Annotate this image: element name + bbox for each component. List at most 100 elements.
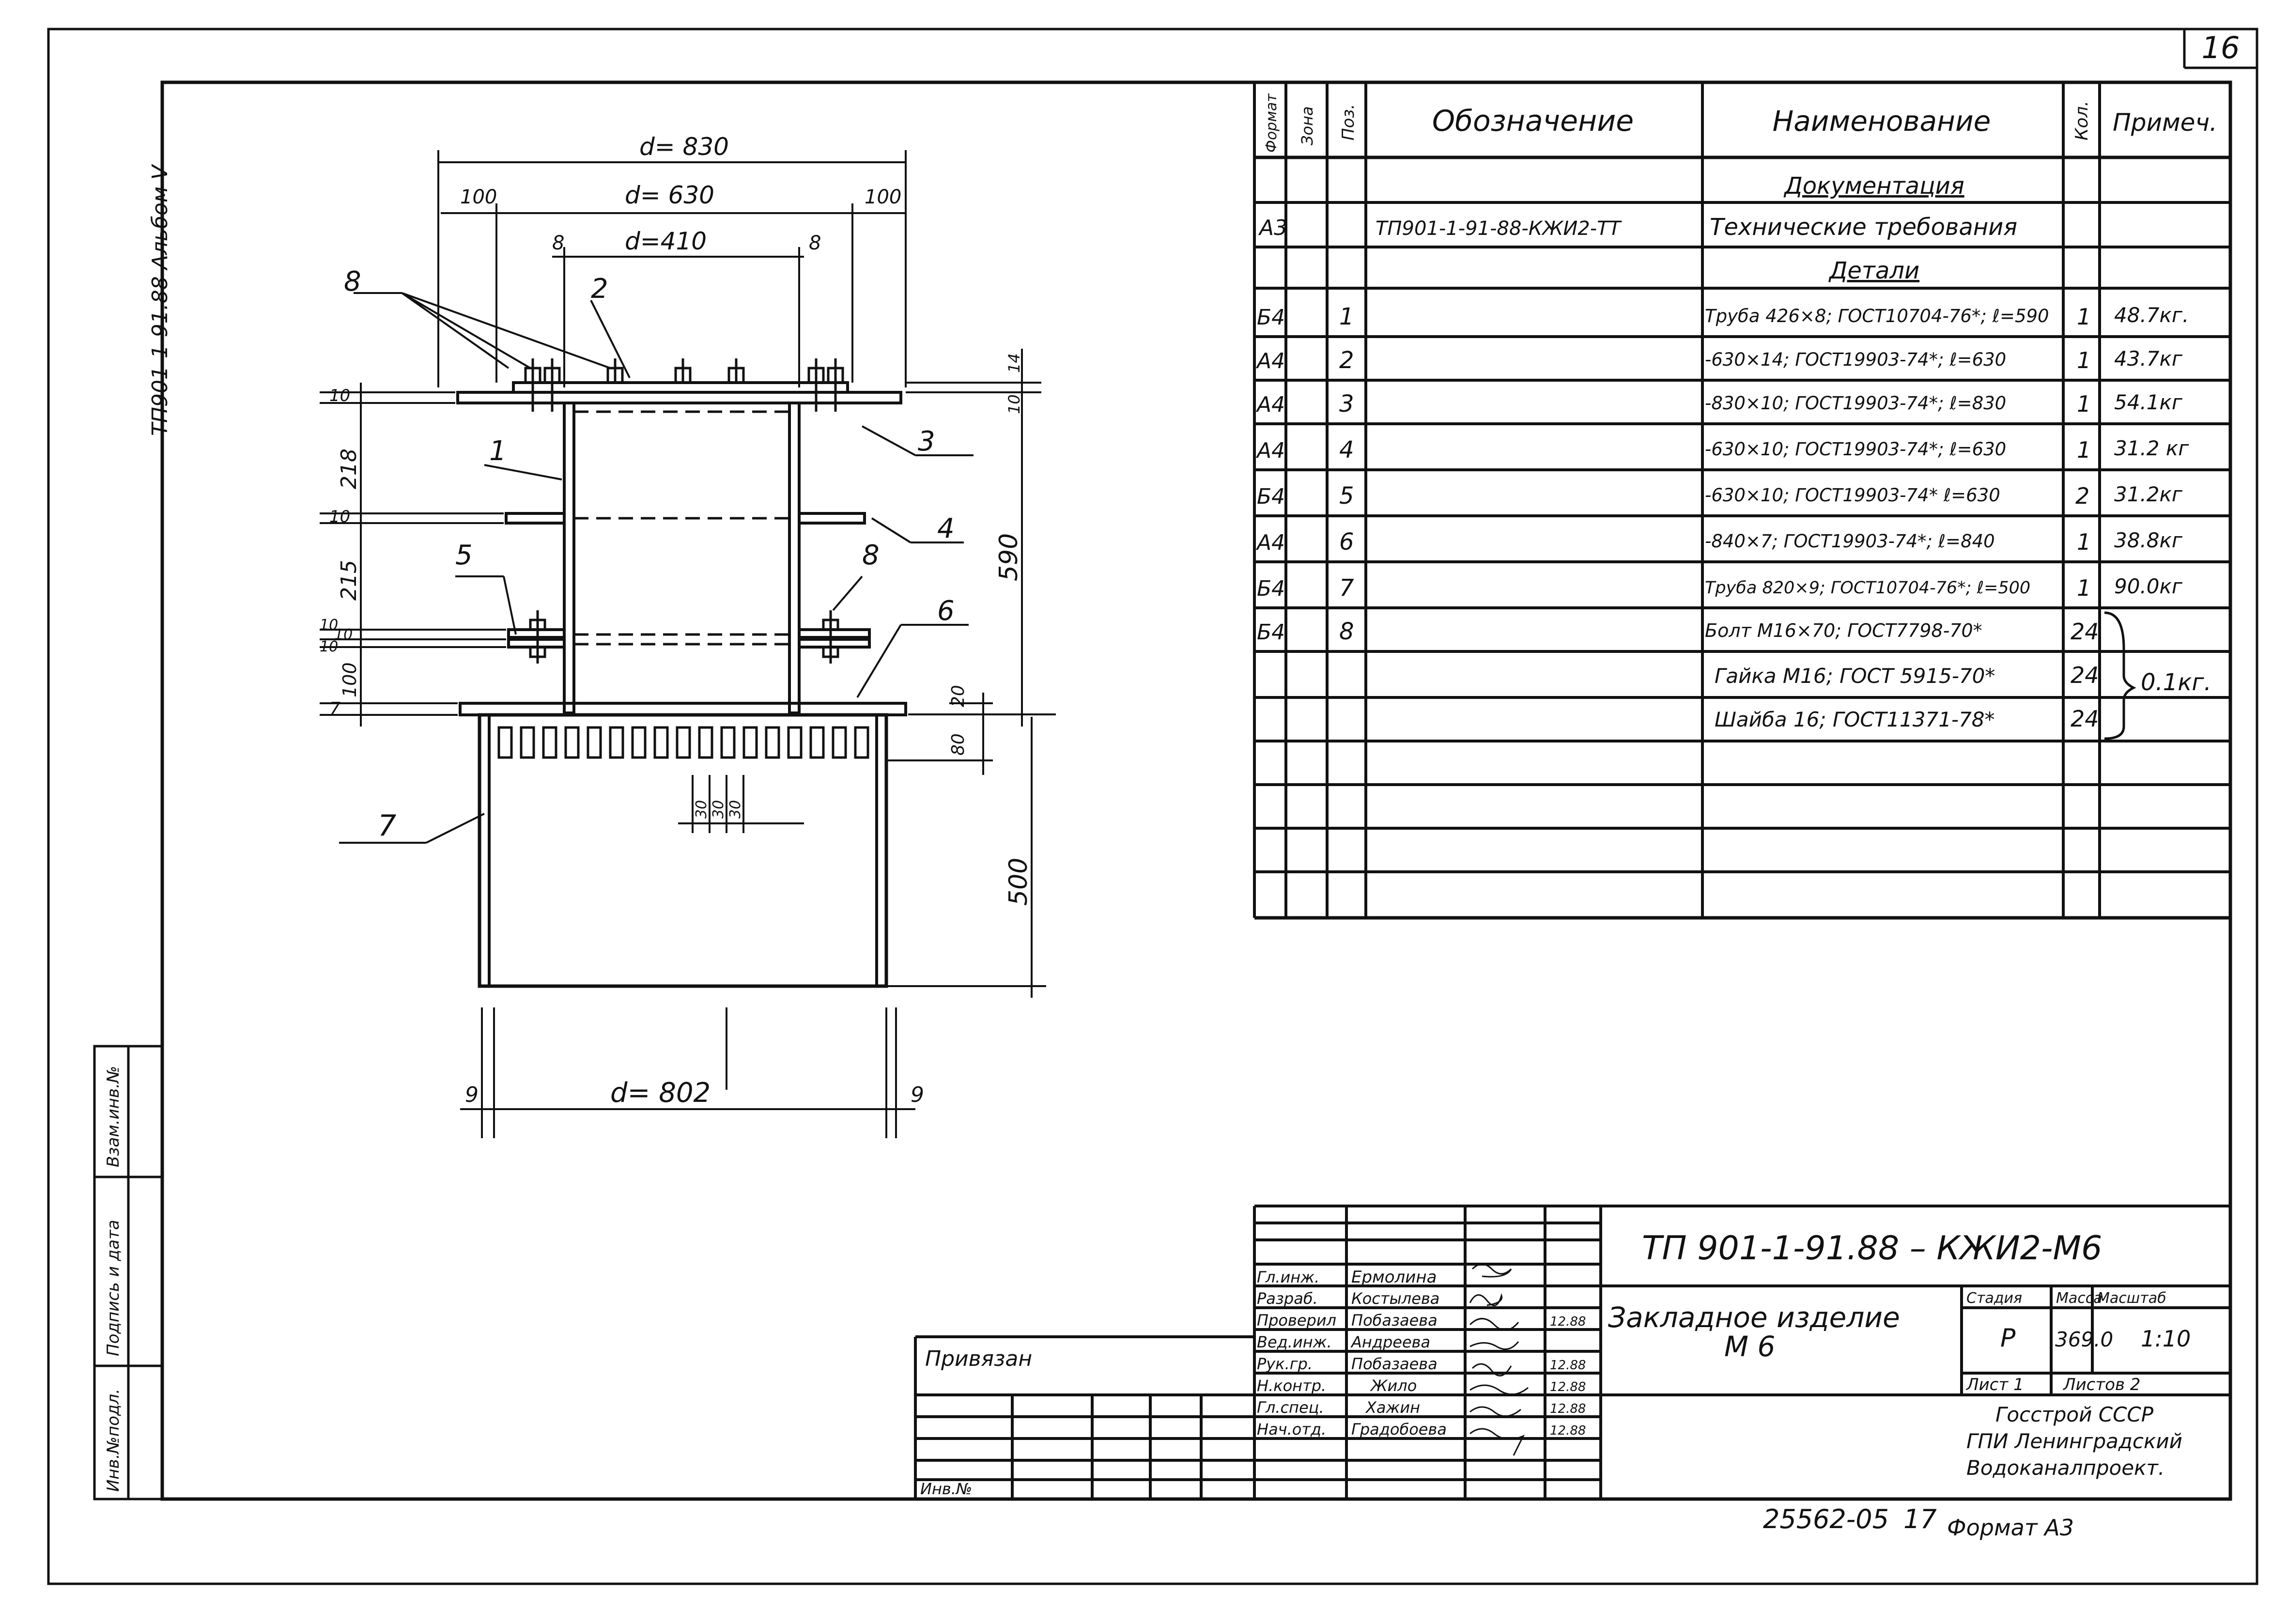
callout-5: 5: [455, 540, 473, 571]
side-stamp-col3: Взам.инв.№: [104, 1066, 123, 1167]
inv-label: Инв.№: [920, 1480, 972, 1498]
row1-qty: 1: [2077, 304, 2091, 330]
callout-4: 4: [937, 513, 955, 544]
row3-pos: 3: [1339, 390, 1354, 418]
row2-name: -630×14; ГОСТ19903-74*; ℓ=630: [1705, 349, 2006, 370]
stage-label: Стадия: [1966, 1290, 2022, 1307]
person-role-3: Проверил: [1257, 1311, 1336, 1330]
dim-right-100: 100: [865, 186, 901, 208]
stage-value: Р: [2000, 1324, 2016, 1353]
org-line3: Водоканалпроект.: [1966, 1456, 2164, 1480]
person-date-8: 12.88: [1550, 1423, 1586, 1438]
dim-left-7: 7: [329, 699, 340, 719]
row10-name: Шайба 16; ГОСТ11371-78*: [1715, 708, 1995, 731]
person-name-2: Костылева: [1351, 1289, 1439, 1308]
row7-pos: 7: [1339, 574, 1354, 602]
doc-row-format: А3: [1258, 216, 1287, 240]
pipe-slots: [497, 726, 869, 759]
dim-right-590: 590: [994, 533, 1023, 581]
plate-pos4-left: [505, 512, 566, 525]
doc-row-designation: ТП901-1-91-88-КЖИ2-ТТ: [1376, 217, 1623, 240]
dim-left-10d: 10: [334, 626, 353, 643]
side-stamp-col2: Подпись и дата: [104, 1220, 123, 1356]
title-line2: М 6: [1724, 1330, 1775, 1363]
dim-bottom-left-9: 9: [465, 1083, 479, 1107]
row8-pos: 8: [1339, 618, 1354, 645]
dim-top-outer: d= 830: [639, 133, 729, 161]
dim-top-mid: d= 630: [625, 181, 714, 209]
dim-left-215: 215: [337, 560, 361, 601]
row4-name: -630×10; ГОСТ19903-74*; ℓ=630: [1705, 439, 2006, 460]
dim-left-10c: 10: [320, 617, 338, 634]
row4-pos: 4: [1339, 436, 1354, 464]
person-name-6: Жило: [1370, 1377, 1417, 1395]
dim-right-20: 20: [948, 685, 968, 707]
person-name-4: Андреева: [1350, 1333, 1430, 1351]
person-date-7: 12.88: [1550, 1402, 1586, 1416]
org-line1: Госстрой СССР: [1995, 1403, 2154, 1426]
header-zone: Зона: [1298, 106, 1316, 145]
row6-pos: 6: [1339, 528, 1354, 556]
row9-qty: 24: [2071, 662, 2099, 688]
row3-format: А4: [1255, 392, 1285, 417]
fastener-brace: [2104, 611, 2136, 740]
pipe-pos7: [478, 713, 888, 988]
pipe-pos1-left-wall: [563, 402, 575, 714]
callout-2: 2: [591, 273, 608, 305]
row4-qty: 1: [2077, 437, 2091, 463]
format-label: Формат А3: [1947, 1515, 2074, 1541]
dim-left-100: 100: [460, 186, 497, 208]
person-name-1: Ермолина: [1351, 1268, 1437, 1287]
section-parts: Детали: [1828, 257, 1919, 284]
row3-note: 54.1кг: [2114, 390, 2183, 414]
dim-small-8-right: 8: [809, 232, 821, 254]
title-code: ТП 901-1-91.88 – КЖИ2-М6: [1642, 1229, 2102, 1268]
org-line2: ГПИ Ленинградский: [1966, 1429, 2182, 1453]
scale-label: Масштаб: [2097, 1290, 2166, 1307]
row1-note: 48.7кг.: [2114, 303, 2189, 327]
row1-pos: 1: [1339, 303, 1354, 330]
header-name: Наименование: [1773, 105, 1991, 138]
row1-format: Б4: [1257, 305, 1285, 330]
sheets-label: Листов 2: [2062, 1375, 2140, 1394]
row4-note: 31.2 кг: [2114, 436, 2189, 460]
pipe-pos1-right-wall: [788, 402, 801, 714]
slot-dim-2: 30: [710, 800, 727, 819]
bolts-pos8: [524, 358, 844, 664]
row3-name: -830×10; ГОСТ19903-74*; ℓ=830: [1705, 393, 2006, 414]
person-role-5: Рук.гр.: [1257, 1355, 1313, 1373]
header-designation: Обозначение: [1432, 104, 1634, 138]
callout-3: 3: [918, 426, 935, 457]
person-date-6: 12.88: [1550, 1380, 1586, 1394]
row5-name: -630×10; ГОСТ19903-74* ℓ=630: [1705, 485, 2000, 506]
scale-value: 1:10: [2141, 1326, 2191, 1352]
row6-format: А4: [1255, 530, 1285, 555]
dim-bottom-right-9: 9: [911, 1083, 924, 1107]
dim-bottom: d= 802: [610, 1077, 711, 1109]
row9-name: Гайка М16; ГОСТ 5915-70*: [1715, 664, 1995, 688]
row5-note: 31.2кг: [2114, 482, 2183, 506]
row7-format: Б4: [1257, 576, 1285, 601]
header-format: Формат: [1263, 93, 1280, 153]
row2-format: А4: [1255, 349, 1285, 373]
dim-right-14: 14: [1005, 353, 1023, 373]
dim-small-8-left: 8: [552, 232, 564, 254]
sheet-label: Лист 1: [1965, 1375, 2024, 1394]
callout-6: 6: [937, 595, 955, 627]
header-qty: Кол.: [2072, 101, 2092, 140]
title-line1: Закладное изделие: [1608, 1301, 1900, 1334]
row4-format: А4: [1255, 438, 1285, 463]
row2-pos: 2: [1339, 347, 1354, 374]
side-stamp: [93, 1045, 164, 1500]
row6-note: 38.8кг: [2114, 528, 2183, 552]
person-role-6: Н.контр.: [1257, 1377, 1326, 1395]
row10-qty: 24: [2071, 706, 2099, 732]
doc-row-name: Технические требования: [1710, 214, 2017, 241]
person-role-8: Нач.отд.: [1257, 1420, 1326, 1438]
fastener-mass: 0.1кг.: [2141, 669, 2211, 696]
callout-1: 1: [489, 435, 507, 467]
mass-value: 369.0: [2055, 1328, 2113, 1351]
dim-left-100: 100: [339, 662, 360, 697]
person-role-7: Гл.спец.: [1257, 1398, 1324, 1417]
